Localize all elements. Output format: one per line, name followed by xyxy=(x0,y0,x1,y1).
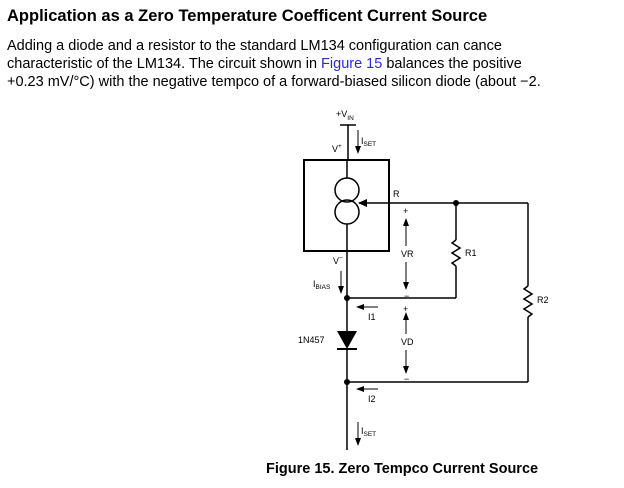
r-pin-label: R xyxy=(393,189,400,199)
current-source-circle-lower xyxy=(334,199,360,225)
v-minus-label: V− xyxy=(333,255,343,266)
vr-arrowhead-down xyxy=(403,282,409,290)
figure-caption: Figure 15. Zero Tempco Current Source xyxy=(266,461,539,477)
vr-plus-sign: + xyxy=(403,206,408,216)
node-r-junction xyxy=(453,200,459,206)
paragraph-line-2-end: balances the positive xyxy=(382,56,522,72)
paragraph-line-1: Adding a diode and a resistor to the sta… xyxy=(7,38,502,54)
vd-arrowhead-down xyxy=(403,366,409,374)
vin-label: +VIN xyxy=(336,109,354,122)
r2-label: R2 xyxy=(537,295,549,305)
vr-label: VR xyxy=(401,249,414,259)
resistor-r1 xyxy=(450,239,462,267)
vd-plus-sign: + xyxy=(403,304,408,314)
i1-label: I1 xyxy=(368,312,376,322)
r1-label: R1 xyxy=(465,248,477,258)
iset-top-label: ISET xyxy=(361,136,376,148)
i2-label: I2 xyxy=(368,394,376,404)
current-source-circle-upper xyxy=(334,177,360,203)
iset-bottom-arrowhead xyxy=(355,438,361,446)
diode-label: 1N457 xyxy=(298,335,325,345)
node-r2-return xyxy=(344,379,350,385)
resistor-r2 xyxy=(522,285,534,318)
vr-arrowhead-up xyxy=(403,218,409,226)
i1-arrowhead xyxy=(356,304,364,310)
paragraph-line-2: characteristic of the LM134. The circuit… xyxy=(7,55,624,73)
section-heading: Application as a Zero Temperature Coeffi… xyxy=(7,7,488,25)
iset-top-arrowhead xyxy=(355,146,361,154)
r-pin-arrowhead xyxy=(358,199,367,207)
figure-15-link[interactable]: Figure 15 xyxy=(321,56,383,72)
paragraph-line-3: +0.23 mV/°C) with the negative tempco of… xyxy=(7,74,541,90)
vd-label: VD xyxy=(401,337,414,347)
node-r1-return xyxy=(344,295,350,301)
diode-triangle xyxy=(337,331,357,349)
vr-minus-sign: − xyxy=(404,291,409,301)
ibias-arrowhead xyxy=(338,286,344,294)
v-plus-label: V+ xyxy=(332,143,342,154)
i2-arrowhead xyxy=(356,386,364,392)
ibias-label: IBIAS xyxy=(313,279,331,291)
paragraph-line-2-start: characteristic of the LM134. The circuit… xyxy=(7,56,322,72)
vd-minus-sign: − xyxy=(404,374,409,384)
vd-arrowhead-up xyxy=(403,312,409,320)
iset-bottom-label: ISET xyxy=(361,426,376,438)
body-paragraph: Adding a diode and a resistor to the sta… xyxy=(7,37,624,91)
